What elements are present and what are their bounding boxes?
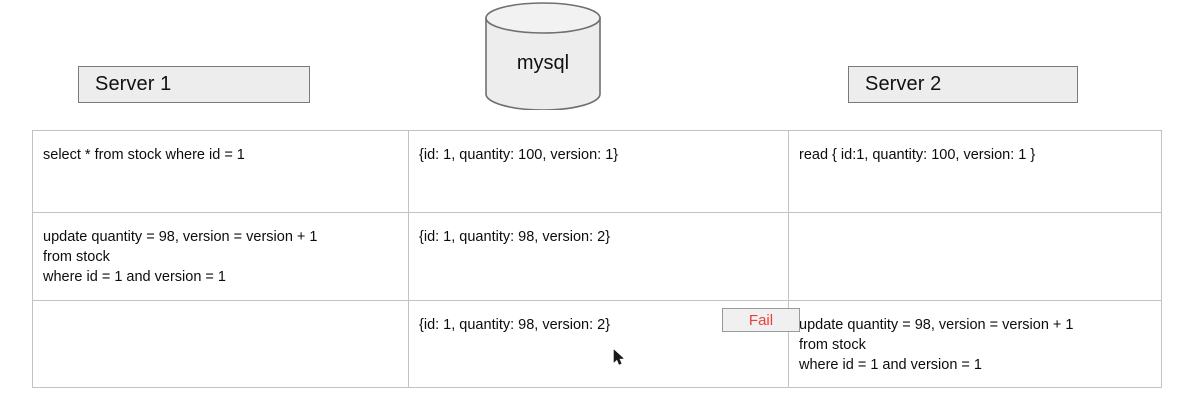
table-cell-server1: update quantity = 98, version = version … bbox=[43, 229, 318, 285]
mouse-pointer-icon bbox=[613, 349, 625, 367]
table-cell-server2: read { id:1, quantity: 100, version: 1 } bbox=[788, 131, 1163, 212]
table-row: {id: 1, quantity: 98, version: 2} update… bbox=[33, 300, 1161, 387]
database-cylinder-icon[interactable] bbox=[484, 2, 602, 110]
table-cell-server1 bbox=[33, 301, 408, 387]
status-badge-fail: Fail bbox=[722, 308, 800, 332]
status-badge-fail-label: Fail bbox=[748, 311, 774, 329]
table-row: select * from stock where id = 1 {id: 1,… bbox=[33, 131, 1161, 212]
node-server-2-label: Server 2 bbox=[865, 73, 942, 95]
table-cell-server1: select * from stock where id = 1 bbox=[43, 147, 245, 163]
trace-table: select * from stock where id = 1 {id: 1,… bbox=[32, 130, 1162, 388]
table-cell-mysql: {id: 1, quantity: 98, version: 2} bbox=[408, 213, 788, 300]
node-server-1-label: Server 1 bbox=[95, 73, 172, 95]
table-row: update quantity = 98, version = version … bbox=[33, 212, 1161, 300]
table-cell-server2: update quantity = 98, version = version … bbox=[788, 301, 1163, 387]
table-cell-server2 bbox=[788, 213, 1163, 300]
node-server-2[interactable]: Server 2 bbox=[848, 66, 1078, 103]
table-cell-mysql: {id: 1, quantity: 100, version: 1} bbox=[408, 131, 788, 212]
node-server-1[interactable]: Server 1 bbox=[78, 66, 310, 103]
table-cell-mysql: {id: 1, quantity: 98, version: 2} bbox=[408, 301, 788, 387]
